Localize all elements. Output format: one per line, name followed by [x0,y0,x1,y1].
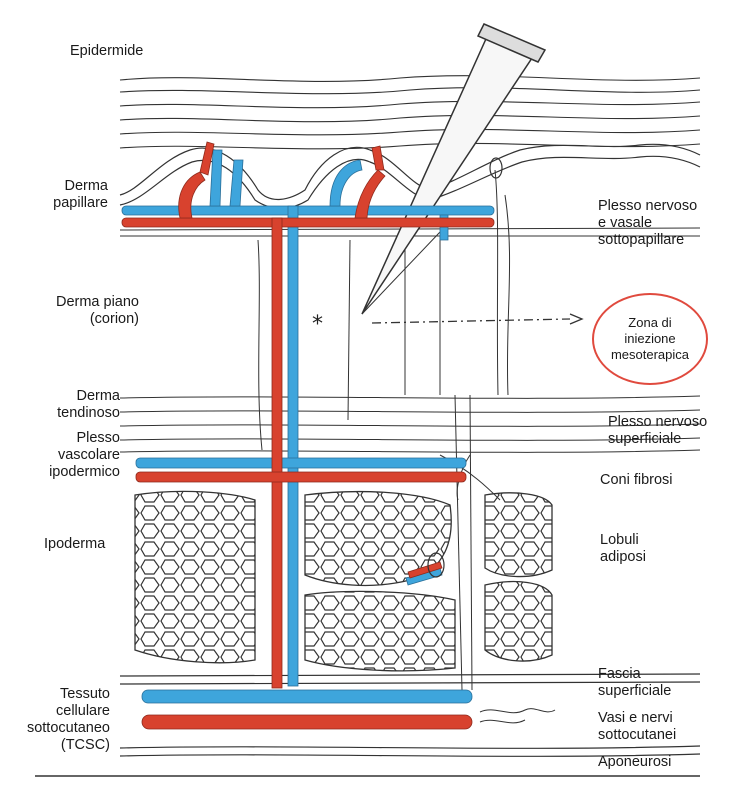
label-lobuli-adiposi: Lobuli adiposi [600,532,646,565]
label-derma-papillare: Derma papillare [53,178,108,211]
injection-arrow [371,313,584,325]
label-plesso-superficiale: Plesso nervoso superficiale [608,414,708,447]
injection-marker: * [312,312,323,337]
injection-zone-circle: Zona di iniezione mesoterapica [592,293,708,385]
hair-follicle [427,157,503,578]
label-derma-piano: Derma piano (corion) [55,294,139,327]
nerve-fibres [257,169,511,691]
needle-icon [361,23,547,315]
label-plesso-vascolare: Plesso vascolare ipodermico [49,430,120,480]
fat-lobules [134,490,553,672]
vein-network [121,149,495,704]
label-coni-fibrosi: Coni fibrosi [600,472,673,488]
label-derma-tendinoso: Derma tendinoso [57,388,120,421]
label-aponeurosi: Aponeurosi [598,754,672,770]
epidermis-strata [119,75,701,150]
injection-zone-label: Zona di iniezione mesoterapica [610,315,690,362]
label-ipoderma: Ipoderma [44,536,106,552]
subcutaneous-nerves [479,708,556,724]
label-tcsc: Tessuto cellulare sottocutaneo (TCSC) [26,686,110,753]
label-epidermide: Epidermide [70,43,144,59]
artery-network [121,141,495,730]
label-fascia-superficiale: Fascia superficiale [598,666,672,699]
fascia-lines [35,673,701,777]
label-vasi-nervi: Vasi e nervi sottocutanei [598,710,677,743]
label-plesso-sottopapillare: Plesso nervoso e vasale sottopapillare [598,198,698,248]
